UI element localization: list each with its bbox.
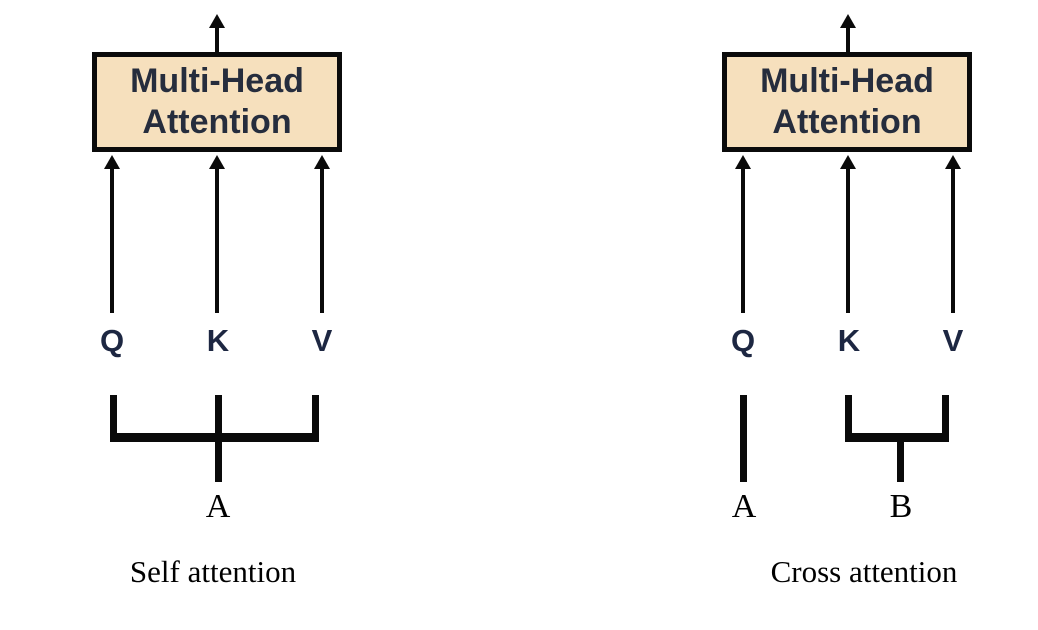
source-a-label: A <box>731 488 757 525</box>
box-label-line2: Attention <box>142 103 292 141</box>
output-arrow-head <box>840 14 856 28</box>
output-arrow-stem <box>215 27 219 52</box>
q-arrow-head <box>104 155 120 169</box>
self-attention-caption: Self attention <box>129 554 297 589</box>
bracket-right-tick <box>942 395 949 442</box>
bracket-bar <box>110 433 319 442</box>
bracket-stem <box>897 433 904 482</box>
v-arrow-head <box>945 155 961 169</box>
bracket-left-tick <box>110 395 117 442</box>
v-arrow-head <box>314 155 330 169</box>
bracket-stem <box>215 395 222 482</box>
multi-head-attention-box: Multi-Head Attention <box>92 52 342 152</box>
box-label-line1: Multi-Head <box>760 62 934 101</box>
cross-attention-caption: Cross attention <box>770 554 958 589</box>
k-arrow-stem <box>846 168 850 313</box>
k-label: K <box>837 323 861 358</box>
q-label: Q <box>99 323 125 358</box>
q-arrow-head <box>735 155 751 169</box>
output-arrow-stem <box>846 27 850 52</box>
v-arrow-stem <box>951 168 955 313</box>
q-label: Q <box>730 323 756 358</box>
v-label: V <box>311 323 333 358</box>
bracket-left-tick <box>845 395 852 442</box>
q-arrow-stem <box>110 168 114 313</box>
k-arrow-head <box>209 155 225 169</box>
bracket-right-tick <box>312 395 319 442</box>
multi-head-attention-box: Multi-Head Attention <box>722 52 972 152</box>
box-label-line2: Attention <box>772 103 922 141</box>
v-label: V <box>942 323 964 358</box>
v-arrow-stem <box>320 168 324 313</box>
source-b-label: B <box>889 488 913 525</box>
output-arrow-head <box>209 14 225 28</box>
source-a-label: A <box>205 488 231 525</box>
k-arrow-head <box>840 155 856 169</box>
q-arrow-stem <box>741 168 745 313</box>
box-label-line1: Multi-Head <box>130 62 304 101</box>
k-arrow-stem <box>215 168 219 313</box>
k-label: K <box>206 323 230 358</box>
q-source-line <box>740 395 747 482</box>
